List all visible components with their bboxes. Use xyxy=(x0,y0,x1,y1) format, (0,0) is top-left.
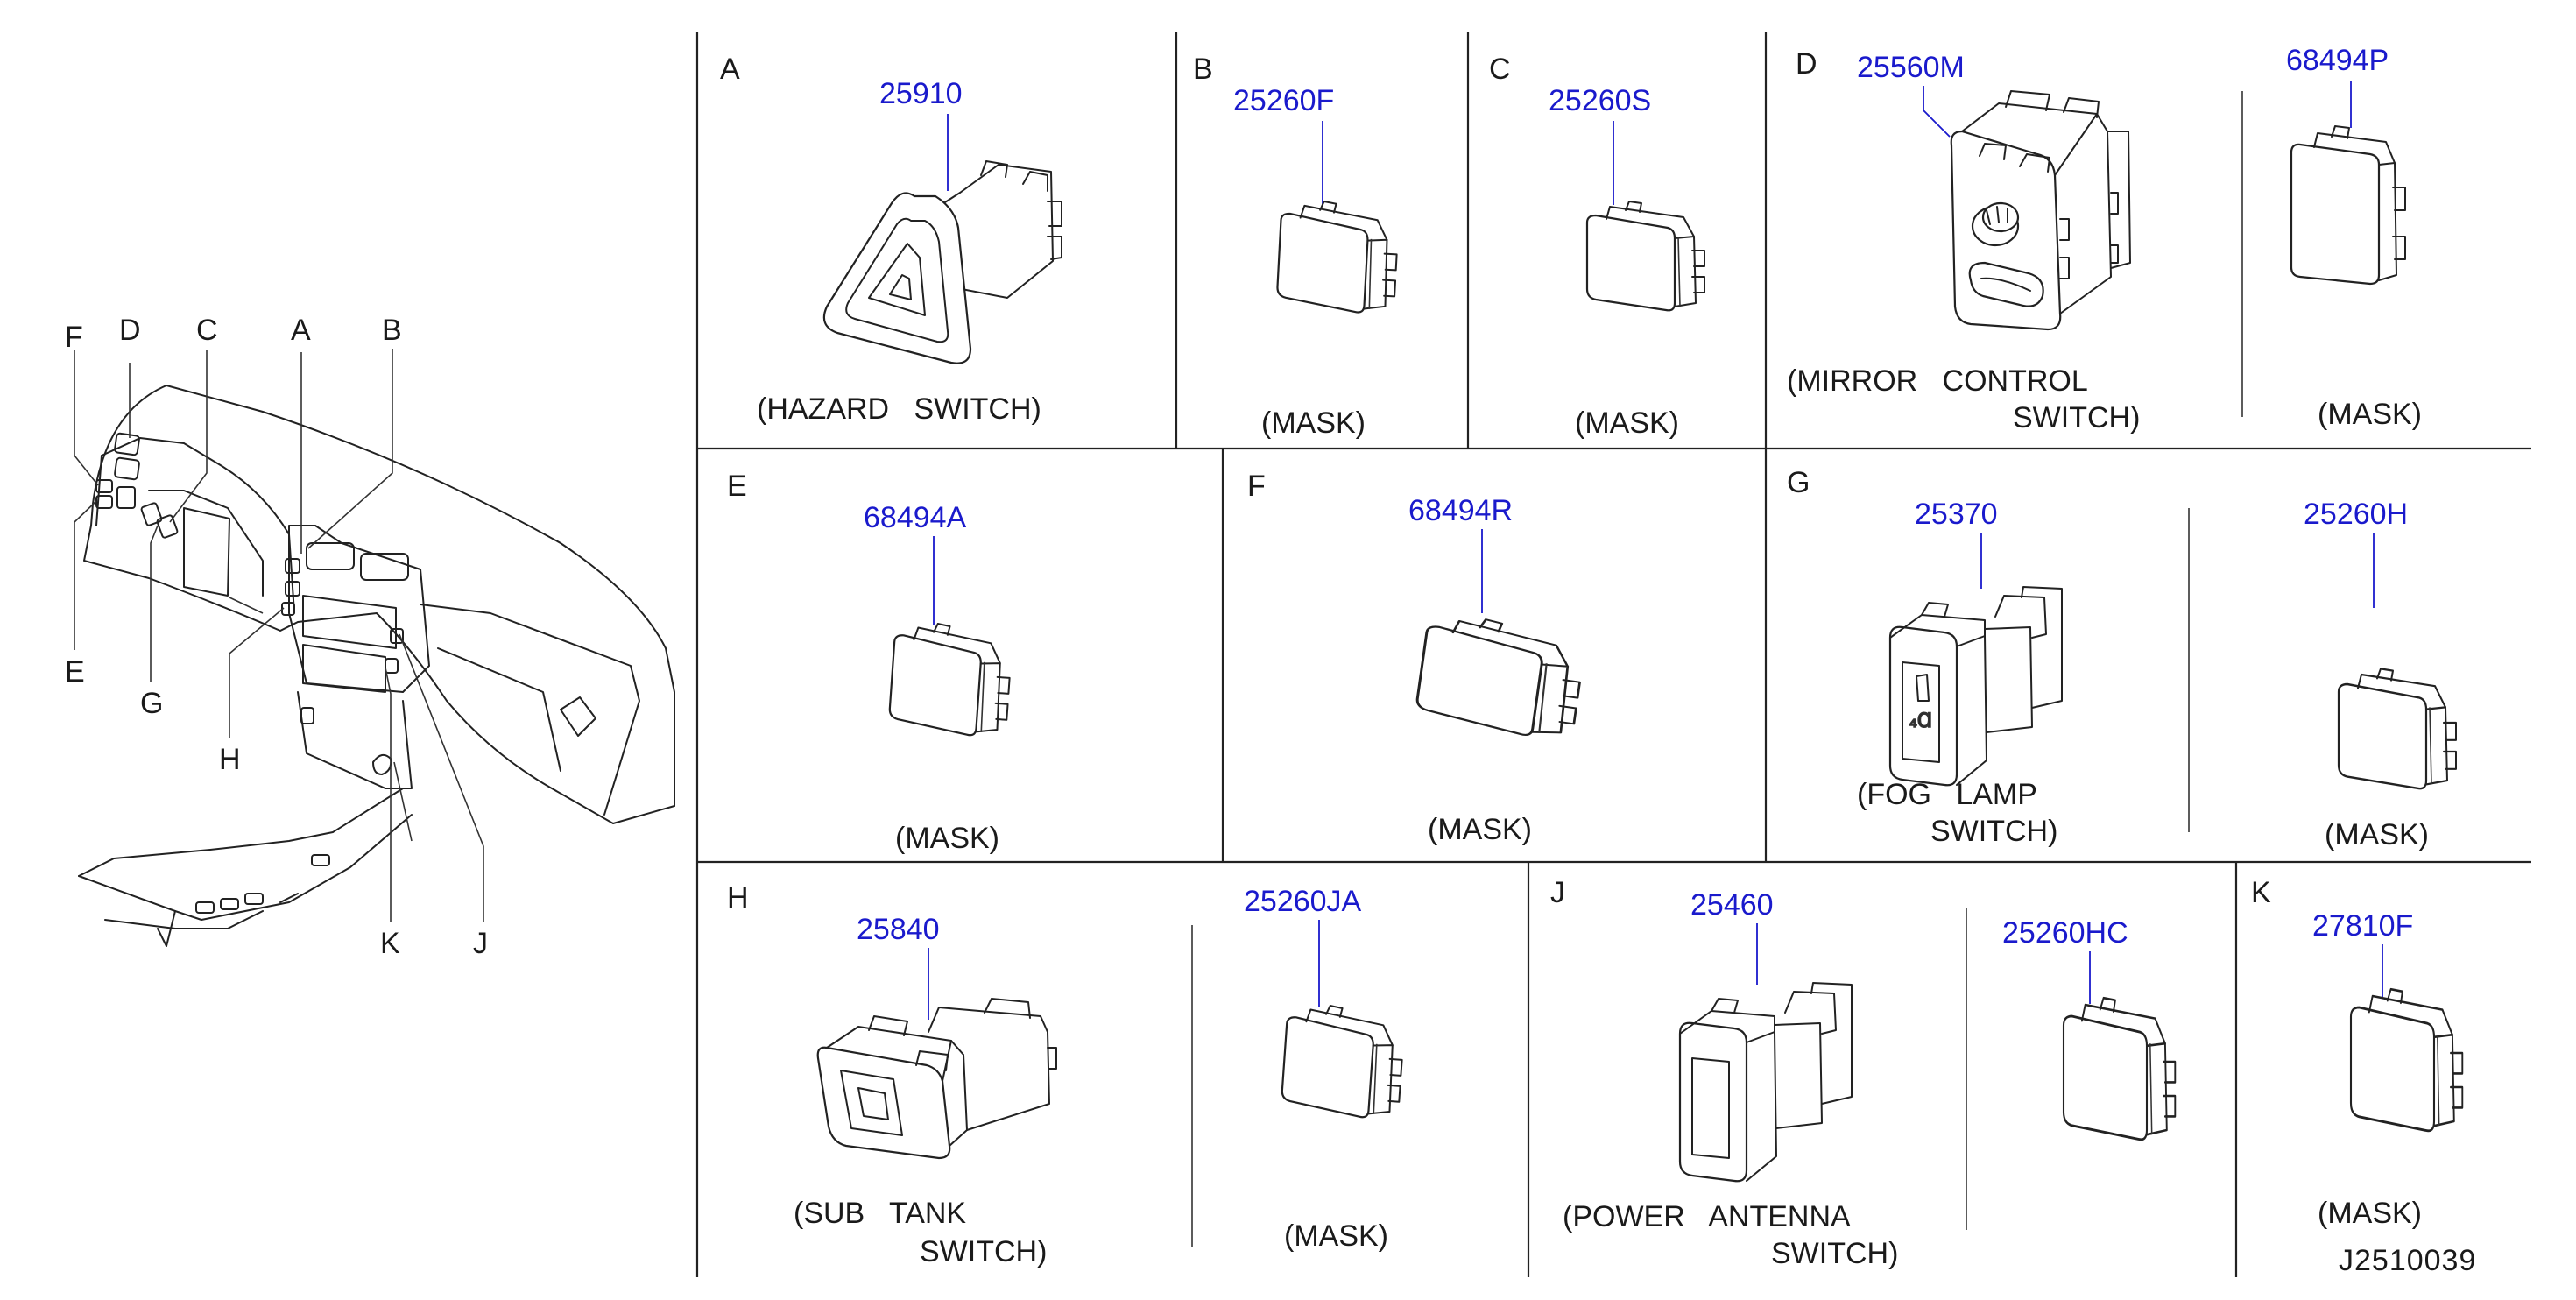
part-number-25260F: 25260F xyxy=(1233,84,1334,117)
mask-drawing-E xyxy=(887,619,1014,739)
cell-J: J 25460 (POWER ANTENNA SWITCH) 25260HC xyxy=(1550,876,2177,1270)
cell-letter-G: G xyxy=(1787,466,1810,499)
caption-mirror-control-line2: SWITCH) xyxy=(2013,401,2140,435)
mask-drawing-G xyxy=(2337,668,2458,790)
cell-E: E 68494A (MASK) xyxy=(727,470,1014,855)
overview-label-H: H xyxy=(219,743,241,776)
caption-mask-D: (MASK) xyxy=(2318,398,2422,431)
mirror-control-switch-drawing xyxy=(1950,90,2131,331)
cell-K: K 27810F (MASK) J2510039 xyxy=(2251,876,2476,1277)
part-number-27810F: 27810F xyxy=(2312,909,2413,943)
cell-letter-A: A xyxy=(720,53,741,86)
caption-mirror-control-line1: (MIRROR CONTROL xyxy=(1787,364,2088,398)
caption-mask-H: (MASK) xyxy=(1284,1219,1388,1253)
power-antenna-switch-drawing xyxy=(1678,981,1853,1183)
cell-letter-F: F xyxy=(1247,470,1267,503)
grid-frame xyxy=(695,32,2531,1277)
mask-drawing-C xyxy=(1585,200,1706,312)
overview-label-D: D xyxy=(119,314,141,347)
overview-letters: F D C A B E G H K J xyxy=(65,314,488,960)
cell-letter-K: K xyxy=(2251,876,2272,909)
instrument-panel-overview xyxy=(78,385,675,947)
cell-B: B 25260F (MASK) xyxy=(1193,53,1401,440)
caption-mask-C: (MASK) xyxy=(1575,406,1679,440)
part-number-25260S: 25260S xyxy=(1549,84,1651,117)
cell-letter-H: H xyxy=(727,881,750,915)
cell-letter-C: C xyxy=(1489,53,1512,86)
part-number-25840: 25840 xyxy=(857,913,940,946)
caption-fog-lamp-line2: SWITCH) xyxy=(1930,815,2057,848)
caption-mask-F: (MASK) xyxy=(1428,813,1532,846)
part-number-25260JA: 25260JA xyxy=(1244,885,1362,918)
cell-letter-B: B xyxy=(1193,53,1214,86)
svg-text:₄Ɑ: ₄Ɑ xyxy=(1909,710,1932,732)
overview-label-C: C xyxy=(196,314,218,347)
part-number-68494P: 68494P xyxy=(2286,44,2389,77)
cell-letter-J: J xyxy=(1550,876,1566,909)
cell-letter-D: D xyxy=(1796,47,1818,81)
caption-mask-E: (MASK) xyxy=(895,822,999,855)
fog-lamp-switch-drawing: ₄Ɑ xyxy=(1888,585,2064,787)
overview-label-E: E xyxy=(65,655,85,689)
cell-C: C 25260S (MASK) xyxy=(1489,53,1706,440)
caption-power-antenna-line2: SWITCH) xyxy=(1771,1237,1898,1270)
part-number-25260H: 25260H xyxy=(2304,498,2408,531)
mask-drawing-D xyxy=(2290,124,2407,286)
mask-drawing-J xyxy=(2062,996,2177,1141)
mask-drawing-B xyxy=(1275,198,1401,315)
part-number-25260HC: 25260HC xyxy=(2002,916,2128,950)
part-number-68494R: 68494R xyxy=(1408,494,1513,527)
caption-power-antenna-line1: (POWER ANTENNA xyxy=(1563,1200,1851,1233)
caption-mask-K: (MASK) xyxy=(2318,1197,2422,1230)
overview-leaders xyxy=(74,349,484,922)
overview-label-J: J xyxy=(473,927,488,960)
overview-label-G: G xyxy=(140,687,163,720)
part-number-25560M: 25560M xyxy=(1857,51,1965,84)
caption-mask-B: (MASK) xyxy=(1261,406,1366,440)
caption-hazard-switch: (HAZARD SWITCH) xyxy=(757,392,1041,426)
caption-fog-lamp-line1: (FOG LAMP xyxy=(1857,778,2037,811)
hazard-switch-drawing xyxy=(822,160,1062,364)
diagram-code: J2510039 xyxy=(2339,1244,2476,1277)
overview-label-B: B xyxy=(382,314,402,347)
caption-sub-tank-line2: SWITCH) xyxy=(920,1235,1047,1268)
part-number-25910: 25910 xyxy=(879,77,963,110)
mask-drawing-H xyxy=(1280,1001,1407,1121)
sub-tank-switch-drawing xyxy=(816,998,1057,1160)
cell-H: H 25840 (SUB TANK SWITCH) 25260JA (MASK) xyxy=(727,881,1407,1268)
part-number-25460: 25460 xyxy=(1690,888,1774,922)
overview-label-A: A xyxy=(291,314,311,347)
mask-drawing-K xyxy=(2349,987,2464,1133)
cell-F: F 68494R (MASK) xyxy=(1247,470,1588,846)
cell-G: G 25370 ₄Ɑ (FOG LAMP SWITCH) 25260H (MAS… xyxy=(1787,466,2458,851)
part-number-25370: 25370 xyxy=(1915,498,1998,531)
caption-sub-tank-line1: (SUB TANK xyxy=(794,1197,966,1230)
caption-mask-G: (MASK) xyxy=(2325,818,2429,851)
cell-A: A 25910 (HAZARD SWITCH) xyxy=(720,53,1062,426)
overview-label-K: K xyxy=(380,927,400,960)
part-number-68494A: 68494A xyxy=(864,501,967,534)
cell-D: D 25560M (MIRROR CONTROL SWITCH) 68494P xyxy=(1787,44,2422,435)
overview-label-F: F xyxy=(65,321,83,354)
mask-drawing-F xyxy=(1413,610,1588,743)
cell-letter-E: E xyxy=(727,470,748,503)
